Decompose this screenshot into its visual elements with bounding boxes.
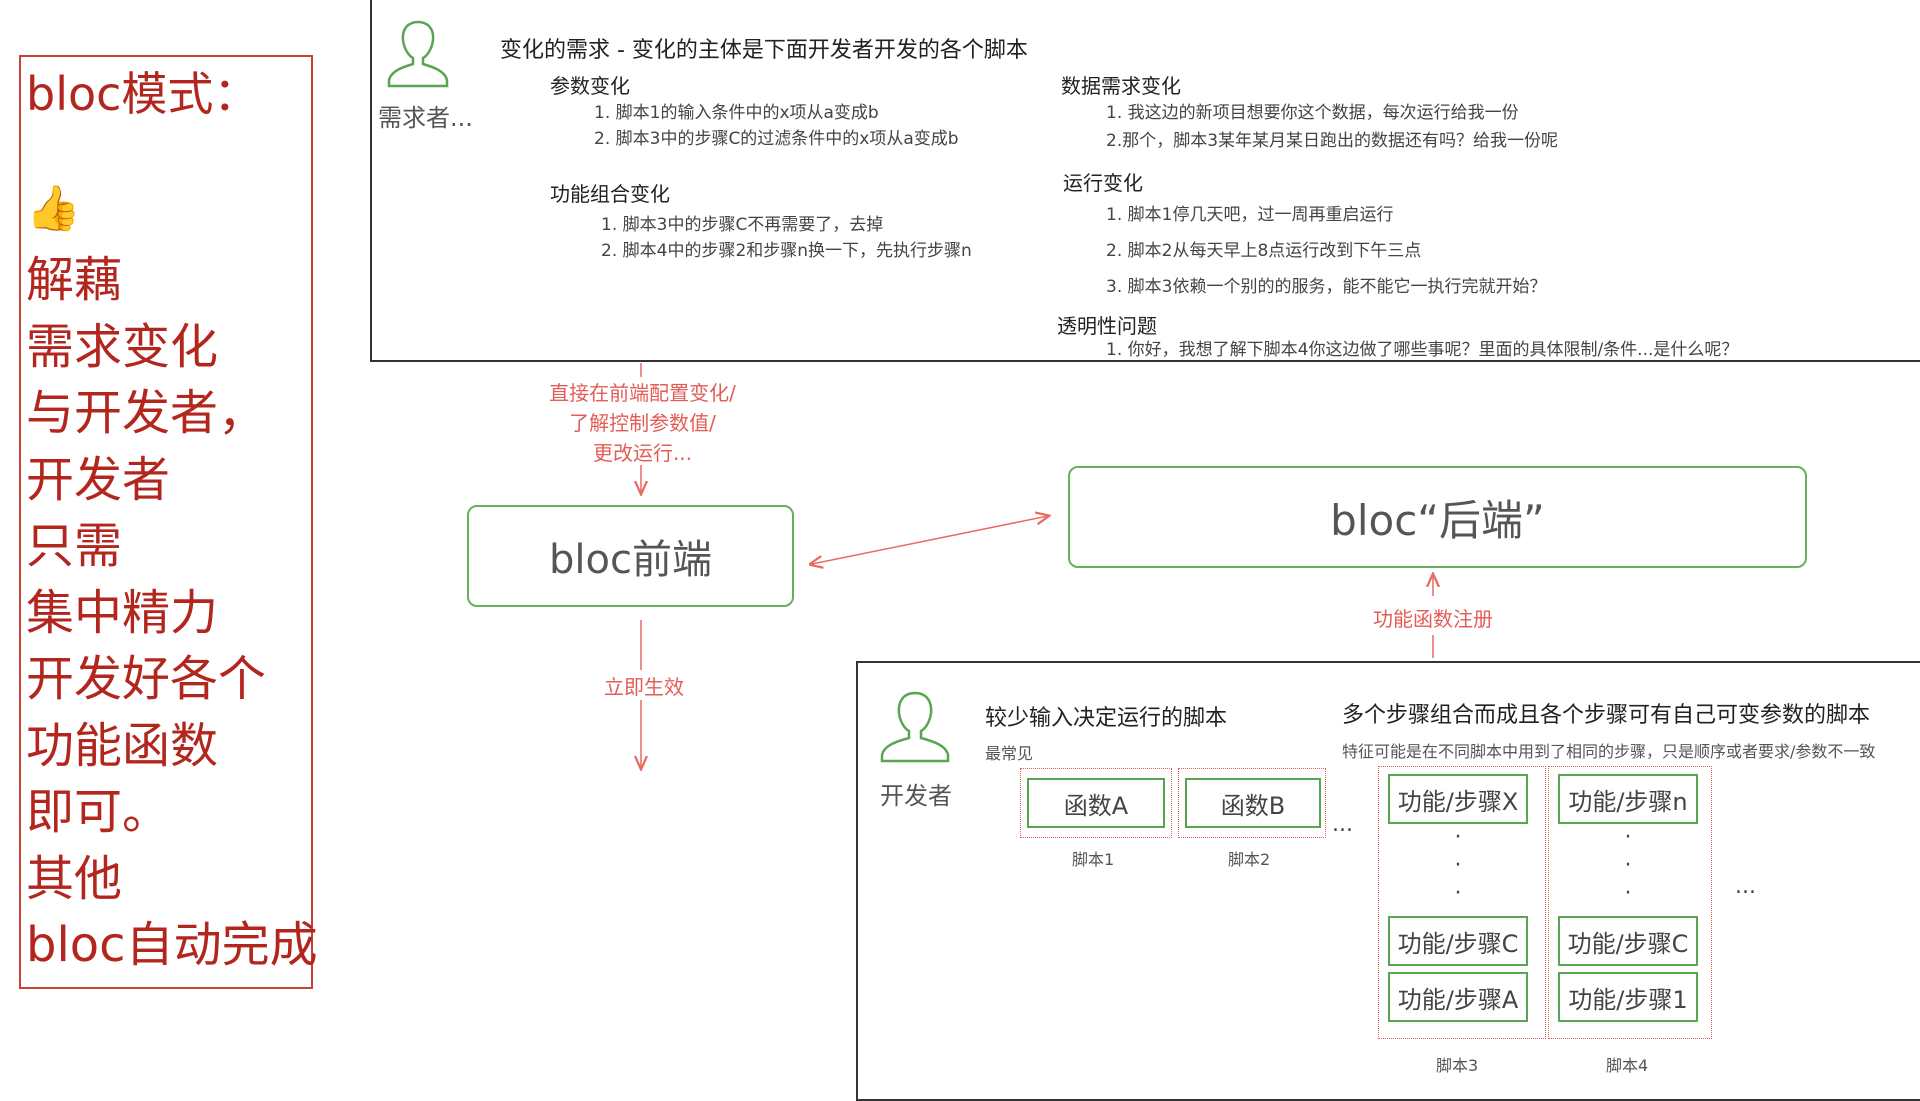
simple-ellipsis: ... — [1332, 812, 1353, 837]
script4-step: 功能/步骤n — [1558, 774, 1698, 824]
script1-label: 脚本1 — [1072, 850, 1115, 869]
combo-item: 1. 脚本3中的步骤C不再需要了，去掉 — [601, 215, 884, 235]
summary-line: 开发者 — [26, 451, 171, 508]
developer-label: 开发者 — [880, 782, 952, 810]
param-item: 2. 脚本3中的步骤C的过滤条件中的x项从a变成b — [594, 129, 959, 149]
requirements-box — [370, 0, 1920, 362]
config-line: 更改运行... — [592, 441, 693, 465]
script3-container — [1378, 766, 1546, 1039]
requester-label: 需求者... — [378, 104, 473, 132]
combo-item: 2. 脚本4中的步骤2和步骤n换一下，先执行步骤n — [601, 241, 972, 261]
summary-title: bloc模式： — [26, 67, 260, 121]
summary-line: 解藕 — [26, 252, 123, 308]
vertical-dots: ··· — [1624, 825, 1632, 906]
summary-line: 即可。 — [26, 784, 171, 840]
script3-step: 功能/步骤C — [1388, 916, 1528, 966]
register-label: 功能函数注册 — [1373, 607, 1493, 631]
run-item: 3. 脚本3依赖一个别的的服务，能不能它一执行完就开始？ — [1106, 277, 1547, 297]
frontend-config-label: 直接在前端配置变化/ 了解控制参数值/ 更改运行... — [520, 378, 765, 468]
script3-step: 功能/步骤X — [1388, 774, 1528, 824]
bloc-backend-box: bloc“后端” — [1068, 466, 1807, 568]
requirements-title: 变化的需求 - 变化的主体是下面开发者开发的各个脚本 — [500, 38, 1028, 63]
run-item: 1. 脚本1停几天吧，过一周再重启运行 — [1106, 205, 1394, 225]
data-heading: 数据需求变化 — [1061, 74, 1181, 98]
summary-lines: 解藕 需求变化 与开发者， 开发者 只需 集中精力 开发好各个 功能函数 即可。… — [26, 247, 318, 979]
data-item: 1. 我这边的新项目想要你这个数据，每次运行给我一份 — [1106, 103, 1519, 123]
multi-ellipsis: ... — [1735, 874, 1756, 899]
summary-line: 功能函数 — [26, 717, 219, 774]
simple-script-title: 较少输入决定运行的脚本 — [985, 706, 1228, 731]
summary-line: 与开发者， — [26, 385, 267, 441]
script3-label: 脚本3 — [1436, 1056, 1479, 1075]
arrow-line — [812, 516, 1048, 564]
param-item: 1. 脚本1的输入条件中的x项从a变成b — [594, 103, 879, 123]
summary-line: 开发好各个 — [26, 651, 267, 707]
script2-label: 脚本2 — [1228, 850, 1271, 869]
summary-line: 只需 — [26, 518, 123, 574]
config-line: 了解控制参数值/ — [569, 411, 716, 435]
summary-line: 需求变化 — [26, 318, 219, 375]
param-heading: 参数变化 — [550, 74, 630, 98]
script3-step: 功能/步骤A — [1388, 972, 1528, 1022]
script2-container — [1178, 768, 1326, 838]
script4-container — [1548, 766, 1712, 1039]
script4-label: 脚本4 — [1606, 1056, 1649, 1075]
script4-step: 功能/步骤C — [1558, 916, 1698, 966]
immediate-effect-label: 立即生效 — [604, 675, 684, 699]
vertical-dots: ··· — [1454, 825, 1462, 906]
run-item: 2. 脚本2从每天早上8点运行改到下午三点 — [1106, 241, 1422, 261]
function-a-box: 函数A — [1027, 778, 1165, 828]
transparency-item: 1. 你好，我想了解下脚本4你这边做了哪些事呢？里面的具体限制/条件...是什么… — [1106, 340, 1739, 360]
simple-script-subtitle: 最常见 — [985, 744, 1034, 763]
summary-panel: bloc模式： 👍 解藕 需求变化 与开发者， 开发者 只需 集中精力 开发好各… — [19, 55, 318, 989]
summary-line: bloc自动完成 — [26, 917, 318, 973]
person-icon — [880, 691, 950, 763]
data-item: 2.那个，脚本3某年某月某日跑出的数据还有吗？给我一份呢 — [1106, 131, 1559, 151]
config-line: 直接在前端配置变化/ — [549, 381, 736, 405]
transparency-heading: 透明性问题 — [1057, 314, 1157, 338]
combo-heading: 功能组合变化 — [550, 182, 670, 206]
thumbs-up-icon: 👍 — [26, 183, 81, 234]
person-icon — [387, 20, 449, 88]
script4-step: 功能/步骤1 — [1558, 972, 1698, 1022]
summary-line: 集中精力 — [26, 584, 219, 641]
multi-script-subtitle: 特征可能是在不同脚本中用到了相同的步骤，只是顺序或者要求/参数不一致 — [1342, 742, 1876, 761]
bloc-frontend-box: bloc前端 — [467, 505, 794, 607]
script1-container — [1020, 768, 1172, 838]
run-heading: 运行变化 — [1063, 171, 1143, 195]
summary-line: 其他 — [26, 850, 123, 907]
multi-script-title: 多个步骤组合而成且各个步骤可有自己可变参数的脚本 — [1342, 703, 1871, 728]
function-b-box: 函数B — [1185, 778, 1321, 828]
